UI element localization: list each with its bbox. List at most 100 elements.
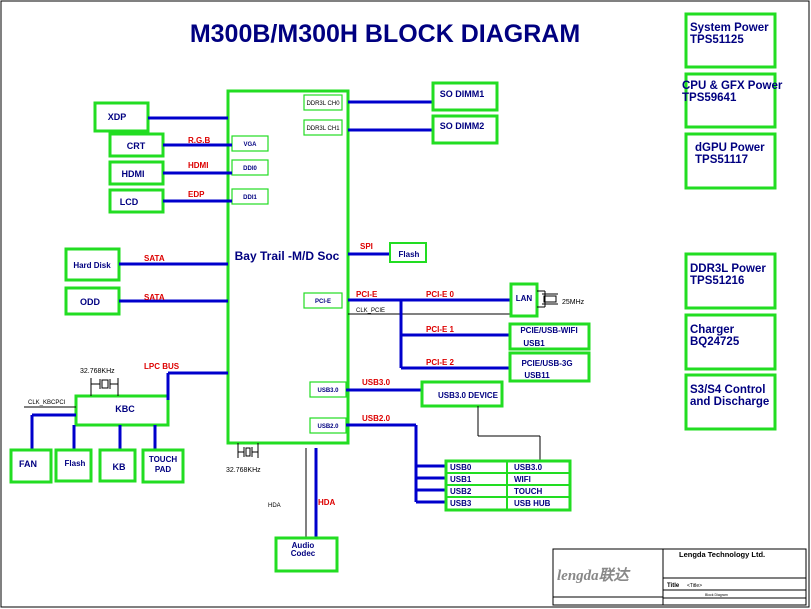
power-block-0-line1: System Power xyxy=(690,22,769,34)
soc-port-pcie xyxy=(303,292,343,309)
signal-hda-red: HDA xyxy=(318,498,336,507)
pcie-3g-label-2: USB11 xyxy=(524,371,550,380)
usb-port-2: USB2 xyxy=(450,487,472,496)
power-block-5-line1: S3/S4 Control xyxy=(690,384,765,396)
pcie-3g-block xyxy=(508,351,591,383)
power-block-5: S3/S4 Control and Discharge xyxy=(684,373,777,431)
xdp-label: XDP xyxy=(108,112,127,122)
soc-crystal-freq: 32.768KHz xyxy=(226,467,261,474)
signal-edp: EDP xyxy=(188,190,205,199)
usb-device-2: TOUCH xyxy=(514,487,543,496)
audio-codec-block xyxy=(274,536,339,573)
pcie-wifi-label-2: USB1 xyxy=(523,339,545,348)
usb-device-3: USB HUB xyxy=(514,499,551,508)
lcd-label: LCD xyxy=(120,197,139,207)
power-block-0: System Power TPS51125 xyxy=(684,12,777,69)
soc-port-vga-label: VGA xyxy=(243,142,257,148)
lan-label: LAN xyxy=(516,294,533,303)
clk-pcie-label: CLK_PCIE xyxy=(356,308,385,314)
xdp-block xyxy=(93,101,150,133)
kbc-crystal-icon xyxy=(101,379,109,389)
power-block-4-line2: BQ24725 xyxy=(690,336,740,348)
title-label: Title xyxy=(667,583,680,589)
power-block-5-line2: and Discharge xyxy=(690,396,769,408)
signal-lpc: LPC BUS xyxy=(144,362,180,371)
odd-block xyxy=(64,286,121,316)
usb-device-1: WIFI xyxy=(514,475,531,484)
crt-label: CRT xyxy=(127,141,146,151)
hdmi-label: HDMI xyxy=(122,169,145,179)
signal-usb30: USB3.0 xyxy=(362,378,391,387)
kbc-crystal-freq: 32.768KHz xyxy=(80,368,115,375)
power-block-2-box xyxy=(684,132,777,190)
so-dimm1-label: SO DIMM1 xyxy=(440,89,485,99)
usb30-device-block xyxy=(420,380,504,408)
lengda-logo: lengda联达 xyxy=(557,567,631,584)
signal-rgb: R.G.B xyxy=(188,136,210,145)
power-block-1: CPU & GFX Power TPS59641 xyxy=(682,72,783,129)
pcie-wifi-block xyxy=(508,322,591,351)
so-dimm2-label: SO DIMM2 xyxy=(440,121,485,131)
power-block-3-line2: TPS51216 xyxy=(690,275,744,287)
power-block-0-line2: TPS51125 xyxy=(690,34,744,46)
power-block-1-box xyxy=(684,72,777,129)
lan-crystal-freq: 25MHz xyxy=(562,299,585,306)
touchpad-label-2: PAD xyxy=(155,465,172,474)
signal-sata-odd: SATA xyxy=(144,293,165,302)
soc-port-ddr-ch0 xyxy=(303,94,343,111)
touchpad-block xyxy=(141,448,185,484)
usb-port-1: USB1 xyxy=(450,475,472,484)
usb30-device-label: USB3.0 DEVICE xyxy=(438,391,499,400)
signal-spi: SPI xyxy=(360,242,373,251)
kbc-flash-block xyxy=(54,448,93,483)
audio-codec-label-2: Codec xyxy=(291,549,316,558)
doc-name: Block Diagram xyxy=(705,593,728,597)
power-block-2-line2: TPS51117 xyxy=(695,154,748,166)
so-dimm2-block xyxy=(431,114,499,145)
soc-port-pcie-label: PCI-E xyxy=(315,299,331,305)
power-block-4-box xyxy=(684,313,777,371)
usb-port-0: USB0 xyxy=(450,463,472,472)
usb-device-0: USB3.0 xyxy=(514,463,543,472)
touchpad-label-1: TOUCH xyxy=(149,455,178,464)
kb-block xyxy=(98,448,137,483)
signal-hdmi: HDMI xyxy=(188,161,208,170)
power-block-4-line1: Charger xyxy=(690,324,735,336)
kbc-label: KBC xyxy=(115,404,135,414)
signal-hda-black: HDA xyxy=(268,503,281,509)
power-block-1-line2: TPS59641 xyxy=(682,92,737,104)
power-block-2: dGPU Power TPS51117 xyxy=(684,132,777,190)
soc-port-ddi1 xyxy=(231,188,269,205)
power-block-0-box xyxy=(684,12,777,69)
soc-port-ddi0-label: DDI0 xyxy=(243,166,257,172)
kbc-block xyxy=(74,394,170,427)
company-name: Lengda Technology Ltd. xyxy=(679,550,765,559)
clk-kbcpci-label: CLK_KBCPCI xyxy=(28,400,66,406)
signal-usb20: USB2.0 xyxy=(362,414,391,423)
fan-label: FAN xyxy=(19,459,37,469)
usb-table: USB0 USB3.0 USB1 WIFI USB2 TOUCH USB3 US… xyxy=(444,459,572,512)
hard-disk-label: Hard Disk xyxy=(73,261,111,270)
power-block-3-box xyxy=(684,252,777,310)
soc-port-ddr-ch1-label: DDR3L CH1 xyxy=(306,126,340,132)
power-block-4: Charger BQ24725 xyxy=(684,313,777,371)
kb-label: KB xyxy=(113,462,126,472)
lan-crystal-icon xyxy=(543,295,557,303)
company-address-line xyxy=(679,560,680,564)
title-value: <Title> xyxy=(687,583,702,589)
power-block-5-box xyxy=(684,373,777,431)
power-block-3: DDR3L Power TPS51216 xyxy=(684,252,777,310)
soc-label: Bay Trail -M/D Soc xyxy=(235,249,340,263)
kbc-flash-label: Flash xyxy=(65,459,86,468)
signal-sata-hdd: SATA xyxy=(144,254,165,263)
signal-pcie: PCI-E xyxy=(356,290,378,299)
page-title: M300B/M300H BLOCK DIAGRAM xyxy=(190,20,580,48)
signal-pcie2: PCI-E 2 xyxy=(426,358,455,367)
power-block-1-line1: CPU & GFX Power xyxy=(682,80,783,92)
audio-codec-label-1: Audio xyxy=(292,541,315,550)
lan-block xyxy=(509,282,539,318)
signal-pcie0: PCI-E 0 xyxy=(426,290,455,299)
